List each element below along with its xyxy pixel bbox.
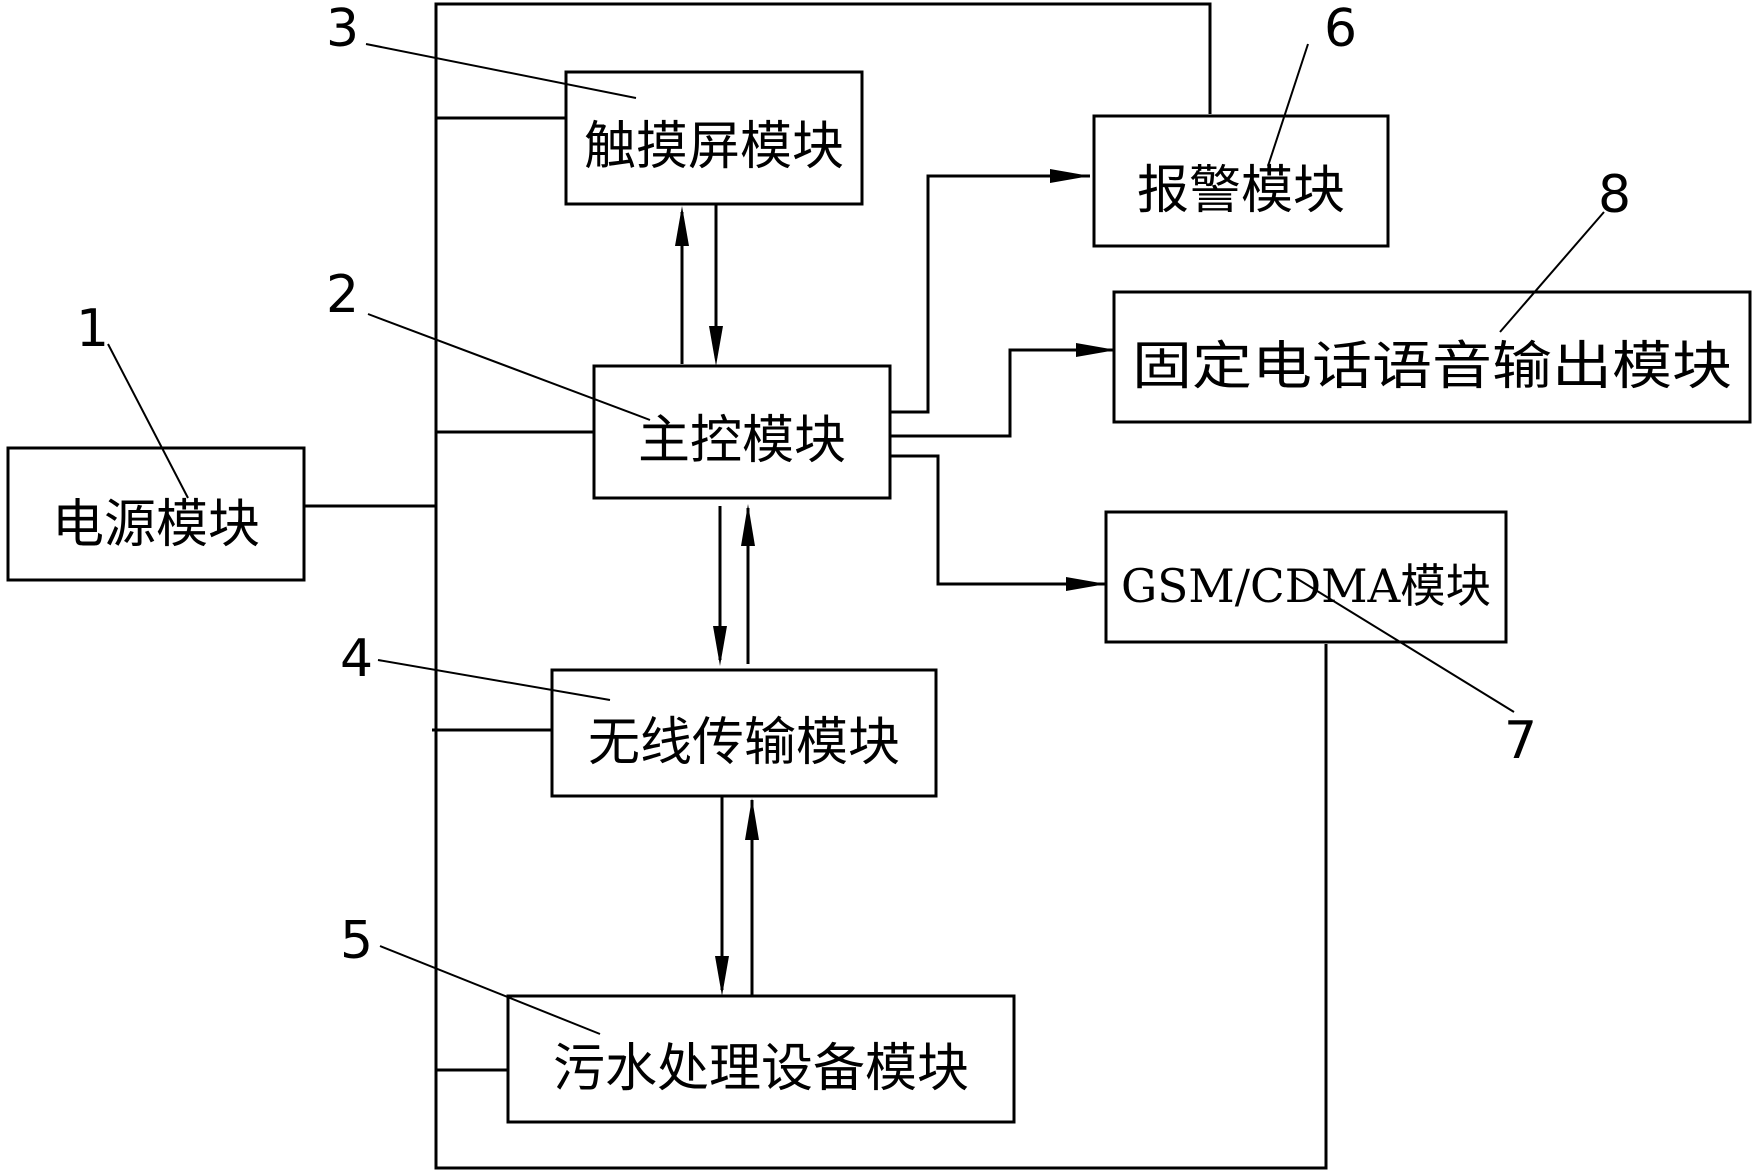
ref-number-7: 7 <box>1504 711 1537 771</box>
sewage-module-box <box>506 994 1016 1124</box>
gsm-module-label: GSM/CDMA模块 <box>1121 559 1491 613</box>
wireless-to-main-arrowhead <box>741 504 755 546</box>
main-to-touch-arrowhead <box>675 206 689 246</box>
main-to-wireless-arrowhead <box>713 626 727 666</box>
phone-module-label: 固定电话语音输出模块 <box>1132 337 1732 397</box>
leader-line-8 <box>1499 211 1605 333</box>
sewage-module-label: 污水处理设备模块 <box>553 1039 969 1099</box>
main-to-phone-arrowhead <box>1076 343 1116 357</box>
main-to-gsm-wire <box>890 454 1106 586</box>
power-module-label: 电源模块 <box>52 495 260 555</box>
touch-to-main-arrowhead <box>709 326 723 366</box>
gsm-module-box <box>1104 510 1508 644</box>
ref-number-1: 1 <box>76 299 109 359</box>
main-control-module-label: 主控模块 <box>638 411 846 471</box>
wireless-to-sewage-arrowhead <box>715 956 729 996</box>
leader-line-6 <box>1267 43 1309 167</box>
ref-number-8: 8 <box>1598 165 1631 225</box>
power-bus-frame <box>434 2 1328 1170</box>
main-to-alarm-wire <box>890 174 1090 414</box>
main-to-gsm-arrowhead <box>1066 577 1106 591</box>
power-module-box <box>6 446 306 582</box>
leader-line-4 <box>377 659 611 701</box>
alarm-module-box <box>1092 114 1390 248</box>
wireless-module-label: 无线传输模块 <box>588 713 900 773</box>
leader-line-5 <box>379 945 601 1035</box>
wireless-module-box <box>550 668 938 798</box>
leader-line-2 <box>367 313 651 421</box>
ref-number-6: 6 <box>1324 0 1357 59</box>
ref-number-4: 4 <box>340 629 373 689</box>
leader-line-7 <box>1295 577 1515 713</box>
ref-number-5: 5 <box>340 911 373 971</box>
leader-line-3 <box>365 43 637 99</box>
sewage-to-wireless-arrowhead <box>745 798 759 840</box>
leader-line-1 <box>107 343 189 499</box>
touch-module-label: 触摸屏模块 <box>584 117 844 177</box>
ref-number-2: 2 <box>326 265 359 325</box>
main-control-module-box <box>592 364 892 500</box>
phone-module-box <box>1112 290 1752 424</box>
main-to-alarm-arrowhead <box>1050 169 1090 183</box>
ref-number-3: 3 <box>326 0 359 59</box>
alarm-module-label: 报警模块 <box>1137 161 1345 221</box>
main-to-phone-wire <box>890 348 1116 438</box>
